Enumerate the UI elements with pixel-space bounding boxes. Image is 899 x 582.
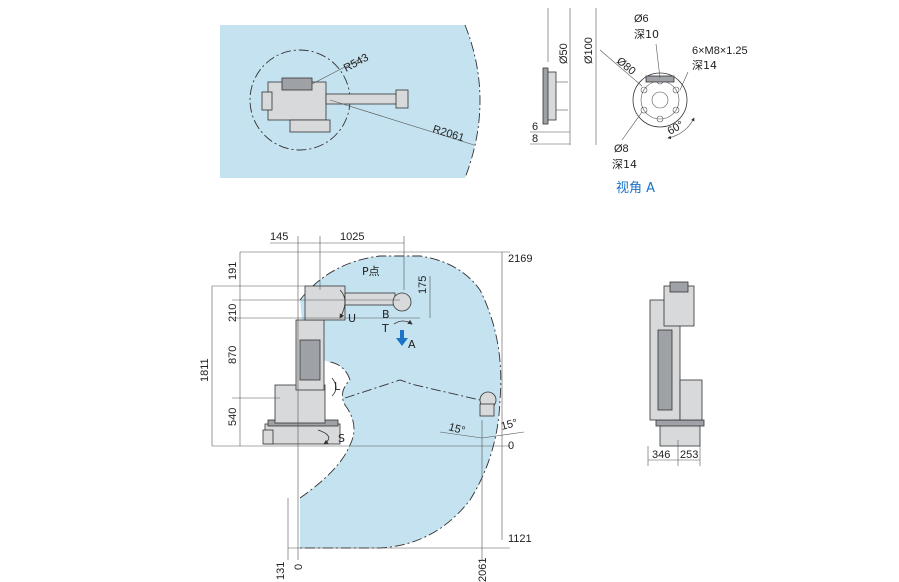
side-envelope bbox=[300, 256, 501, 548]
front-dim-253: 253 bbox=[680, 449, 698, 461]
flange-thread: 6×M8×1.25 bbox=[692, 45, 748, 57]
side-dim-2061: 2061 bbox=[477, 558, 489, 582]
side-dim-191: 191 bbox=[227, 262, 239, 280]
view-a-arrow-label: A bbox=[408, 338, 416, 351]
side-view: 145 1025 2169 191 210 870 540 1811 175 1… bbox=[199, 231, 532, 582]
flange-thread-depth: 深14 bbox=[692, 59, 717, 72]
flange-pcd: Ø80 bbox=[614, 55, 638, 78]
side-dim-1025: 1025 bbox=[340, 231, 364, 243]
flange-dim6: 6 bbox=[532, 121, 538, 133]
front-view: 346 253 bbox=[647, 281, 705, 466]
axis-l-label: L bbox=[334, 380, 341, 393]
flange-pin-dia8: Ø8 bbox=[614, 143, 629, 155]
side-dim-2169: 2169 bbox=[508, 253, 532, 265]
axis-t-label: T bbox=[381, 322, 389, 335]
side-dim-145: 145 bbox=[270, 231, 288, 243]
side-robot bbox=[262, 285, 497, 445]
axis-u-label: U bbox=[348, 312, 356, 325]
view-a-caption: 视角 A bbox=[616, 181, 655, 196]
side-dim-1121: 1121 bbox=[508, 533, 532, 545]
side-p-point: P点 bbox=[362, 265, 380, 278]
side-dim-1811: 1811 bbox=[199, 358, 211, 382]
side-dim-0-bottom: 0 bbox=[293, 564, 305, 570]
top-view: R543 R2061 bbox=[220, 24, 481, 179]
side-dim-540: 540 bbox=[227, 408, 239, 426]
side-dim-870: 870 bbox=[227, 346, 239, 364]
side-angle-right: 15° bbox=[500, 417, 519, 433]
flange-dia50: Ø50 bbox=[558, 43, 570, 64]
flange-view: Ø50 Ø100 6 8 Ø6 深10 6×M8×1.25 深14 Ø80 Ø8… bbox=[530, 8, 748, 196]
axis-s-label: S bbox=[338, 432, 345, 445]
flange-dia100: Ø100 bbox=[583, 37, 595, 64]
flange-dim8: 8 bbox=[532, 133, 538, 145]
side-dim-131: 131 bbox=[275, 562, 287, 580]
side-dim-0-right: 0 bbox=[508, 440, 514, 452]
side-dim-210: 210 bbox=[227, 304, 239, 322]
flange-hole-dia6: Ø6 bbox=[634, 13, 649, 25]
flange-angle: 60° bbox=[666, 119, 686, 138]
flange-hole-depth10: 深10 bbox=[634, 28, 659, 41]
top-robot bbox=[261, 77, 409, 133]
flange-pin-depth: 深14 bbox=[612, 158, 637, 171]
front-dim-346: 346 bbox=[652, 449, 670, 461]
side-angle-left: 15° bbox=[447, 421, 466, 437]
side-dim-175: 175 bbox=[417, 276, 429, 294]
axis-b-label: B bbox=[382, 308, 390, 321]
